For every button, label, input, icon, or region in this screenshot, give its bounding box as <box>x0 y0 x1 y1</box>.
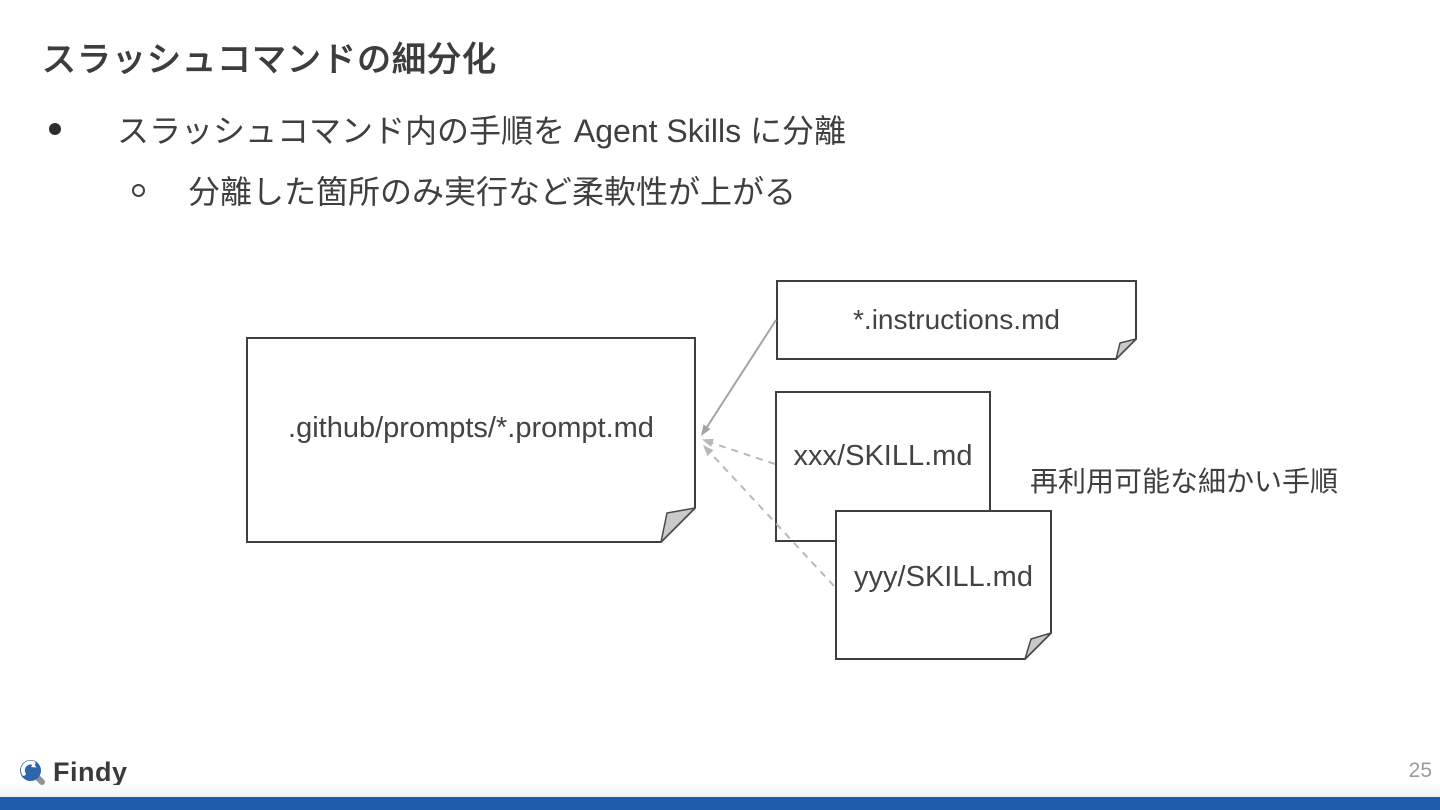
arrowhead-icon <box>701 424 711 436</box>
bullet-item-2: 分離した箇所のみ実行など柔軟性が上がる <box>132 169 796 211</box>
page-title: スラッシュコマンドの細分化 <box>42 41 497 79</box>
footer-divider <box>0 785 1440 797</box>
bullet-item-1: スラッシュコマンド内の手順を Agent Skills に分離 <box>49 108 846 150</box>
document-shape <box>246 337 696 543</box>
brand-logo: Findy <box>19 757 128 788</box>
box-label: .github/prompts/*.prompt.md <box>288 412 654 444</box>
filled-circle-bullet-icon <box>49 123 61 135</box>
arrowhead-icon <box>703 445 714 456</box>
open-circle-bullet-icon <box>132 183 145 197</box>
diagram-box-source: .github/prompts/*.prompt.md <box>246 337 696 544</box>
box-label: yyy/SKILL.md <box>854 560 1033 593</box>
connector-dashed-line <box>711 442 776 465</box>
diagram-box-yyy-skill: yyy/SKILL.md <box>835 510 1052 660</box>
connector-solid-line <box>706 319 777 428</box>
page-number: 25 <box>1408 759 1432 782</box>
document-shape <box>776 280 1137 360</box>
bullet-text: スラッシュコマンド内の手順を Agent Skills に分離 <box>117 113 846 149</box>
bullet-text: 分離した箇所のみ実行など柔軟性が上がる <box>188 174 797 210</box>
box-label: *.instructions.md <box>853 304 1060 335</box>
findy-magnifier-icon <box>20 760 45 785</box>
document-shape <box>835 510 1052 660</box>
diagram-box-instructions: *.instructions.md <box>776 280 1137 360</box>
arrowhead-icon <box>702 438 714 447</box>
diagram-annotation: 再利用可能な細かい手順 <box>1030 466 1339 497</box>
accent-bar <box>0 797 1440 810</box>
brand-name: Findy <box>53 757 128 787</box>
